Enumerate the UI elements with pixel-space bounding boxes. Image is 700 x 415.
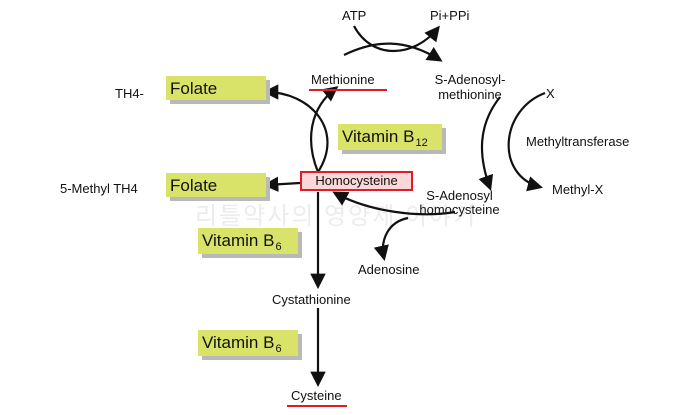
vitamin-b12-label: Vitamin B12 — [342, 127, 428, 149]
x-to-methylx-arrow — [507, 91, 546, 192]
vitamin-b6-box-2 — [198, 330, 298, 356]
sam-label-line2: methionine — [438, 87, 502, 102]
cysteine-label: Cysteine — [291, 388, 342, 403]
met-to-sam-arrow — [343, 42, 443, 62]
watermark-text: 리틀약사의 영양제 이야기 — [195, 203, 478, 230]
folate-bottom-box — [166, 173, 266, 197]
vitamin-b6-label-1: Vitamin B6 — [202, 231, 282, 253]
pi-ppi-label: Pi+PPi — [430, 8, 470, 23]
vitamin-b6-label-2: Vitamin B6 — [202, 333, 282, 355]
homo-to-met-arrow — [310, 86, 339, 173]
sah-to-homocysteine-arrow — [332, 191, 456, 216]
x-label: X — [546, 86, 555, 101]
methyltransferase-label: Methyltransferase — [526, 134, 630, 149]
vitamin-b12-box — [338, 124, 442, 150]
homocysteine-label: Homocysteine — [315, 173, 398, 188]
atp-arc — [353, 25, 440, 52]
folate-top-label: Folate — [170, 79, 218, 98]
sah-label-line2: homocysteine — [419, 202, 500, 217]
folate-bottom-label: Folate — [170, 176, 218, 195]
adenosine-label: Adenosine — [358, 262, 420, 277]
methyl-th4-label: 5-Methyl TH4 — [60, 181, 138, 196]
homocysteine-highlight-box — [300, 171, 413, 191]
th4-label: TH4- — [115, 86, 144, 101]
sah-label-line1: S-Adenosyl — [426, 188, 493, 203]
folate-top-box — [166, 76, 266, 100]
atp-label: ATP — [342, 8, 367, 23]
sam-to-sah-arrow — [478, 96, 501, 191]
to-folate-top-arrow — [262, 84, 329, 173]
methyl-x-label: Methyl-X — [552, 182, 604, 197]
methionine-underline — [309, 89, 387, 91]
to-folate-bottom-arrow — [262, 176, 301, 192]
sam-label-line1: S-Adenosyl- — [434, 72, 506, 87]
vitamin-b6-box-1 — [198, 228, 298, 254]
cystathionine-label: Cystathionine — [272, 292, 351, 307]
cysteine-underline — [287, 405, 347, 407]
adenosine-arrow — [373, 216, 409, 262]
methionine-label: Methionine — [311, 72, 375, 87]
